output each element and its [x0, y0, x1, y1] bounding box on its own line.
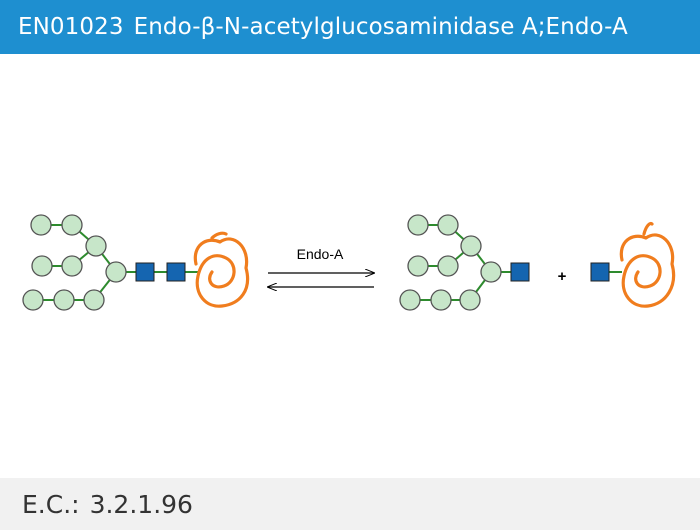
glcnac-icon — [135, 262, 155, 282]
mannose-icon — [430, 289, 452, 311]
reaction-arrows: Endo-A — [268, 246, 374, 287]
protein-icon — [619, 221, 676, 308]
mannose-icon — [407, 214, 429, 236]
reaction-diagram: Endo-A — [0, 54, 700, 478]
mannose-icon — [480, 261, 502, 283]
substrate-glycoprotein — [22, 214, 250, 311]
mannose-icon — [437, 214, 459, 236]
mannose-icon — [459, 289, 481, 311]
ec-value: 3.2.1.96 — [89, 489, 193, 519]
glcnac-icon — [166, 262, 186, 282]
mannose-icon — [460, 235, 482, 257]
mannose-icon — [30, 214, 52, 236]
mannose-icon — [61, 255, 83, 277]
title-bar: EN01023 Endo-β-N-acetylglucosaminidase A… — [0, 0, 700, 54]
mannose-icon — [85, 235, 107, 257]
glcnac-protein — [590, 221, 676, 308]
mannose-icon — [105, 261, 127, 283]
substrate-mannose-residues — [22, 214, 127, 311]
enzyme-name: Endo-β-N-acetylglucosaminidase A;Endo-A — [133, 14, 628, 40]
protein-icon — [193, 231, 250, 308]
mannose-icon — [83, 289, 105, 311]
substrate-glcnac-residues — [135, 262, 186, 282]
mannose-icon — [399, 289, 421, 311]
reaction-svg: Endo-A — [22, 214, 676, 311]
mannose-icon — [437, 255, 459, 277]
product-code: EN01023 — [18, 14, 124, 40]
mannose-icon — [407, 255, 429, 277]
glcnac-icon — [510, 262, 530, 282]
mannose-icon — [22, 289, 44, 311]
ec-number-bar: E.C.: 3.2.1.96 — [0, 478, 700, 530]
released-oligosaccharide — [399, 214, 530, 311]
mannose-icon — [53, 289, 75, 311]
glcnac-icon — [590, 262, 610, 282]
product-mannose-residues — [399, 214, 502, 311]
arrow-label: Endo-A — [297, 246, 344, 262]
plus-sign: + — [558, 268, 567, 285]
mannose-icon — [61, 214, 83, 236]
mannose-icon — [31, 255, 53, 277]
ec-label: E.C.: — [22, 489, 80, 519]
